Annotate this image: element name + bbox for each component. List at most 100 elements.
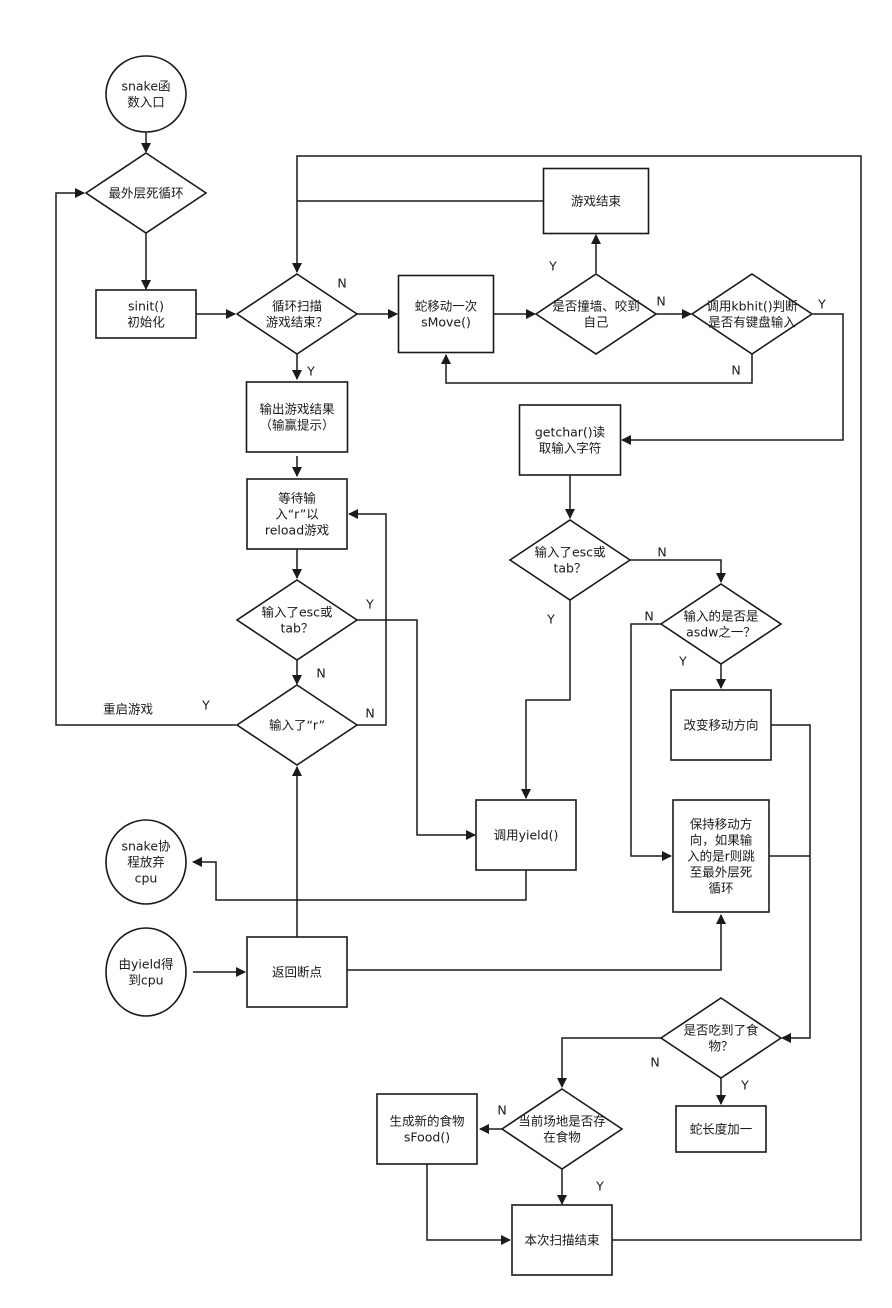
kbhit-label-1: 调用kbhit()判断 bbox=[706, 299, 797, 314]
esc-tab-right-shape bbox=[508, 519, 632, 601]
asdw-shape bbox=[659, 583, 783, 665]
grow-shape bbox=[675, 1105, 767, 1153]
edge-label-esc-left-y: Y bbox=[365, 597, 374, 612]
getchar-shape bbox=[518, 404, 622, 476]
node-change-dir: 改变移动方向 bbox=[670, 689, 772, 761]
keep-dir-label-2: 向，如果输 bbox=[690, 833, 753, 848]
outer-loop-shape bbox=[84, 152, 208, 234]
esc-tab-right-label-2: tab？ bbox=[554, 561, 587, 576]
output-result-shape bbox=[245, 381, 349, 453]
output-result-label-1: 输出游戏结果 bbox=[259, 402, 335, 417]
scan-end-label-1: 本次扫描结束 bbox=[524, 1233, 600, 1248]
edge-label-scan-n: N bbox=[337, 276, 346, 291]
edge-gen-to-end bbox=[426, 1164, 511, 1245]
node-outer-loop: 最外层死循环 bbox=[84, 152, 208, 234]
return-bp-label-1: 返回断点 bbox=[272, 965, 322, 980]
kbhit-label-2: 是否有键盘输入 bbox=[708, 315, 796, 330]
keep-dir-label-3: 入的是r则跳 bbox=[687, 849, 755, 864]
wait-r-label-1: 等待输 bbox=[278, 491, 316, 506]
give-cpu-label-3: cpu bbox=[135, 871, 158, 886]
node-grow: 蛇长度加一 bbox=[675, 1105, 767, 1153]
esc-tab-left-shape bbox=[235, 579, 359, 661]
node-scan-end: 本次扫描结束 bbox=[511, 1204, 613, 1276]
smove-label-1: 蛇移动一次 bbox=[415, 299, 478, 314]
node-return-bp: 返回断点 bbox=[246, 936, 348, 1008]
sinit-label-2: 初始化 bbox=[127, 315, 165, 330]
edge-label-kbhit-y: Y bbox=[817, 297, 826, 312]
wait-r-shape bbox=[246, 478, 348, 550]
return-bp-shape bbox=[246, 936, 348, 1008]
edge-label-hit-y: Y bbox=[548, 259, 557, 274]
edge-return-to-keep bbox=[347, 914, 726, 971]
output-result-label-2: （输赢提示） bbox=[259, 418, 334, 433]
edge-label-asdw-y: Y bbox=[678, 654, 687, 669]
edge-esc-right-n-to-asdw bbox=[630, 559, 726, 583]
edge-end-to-scan-loop bbox=[292, 155, 862, 1241]
wait-r-label-3: reload游戏 bbox=[265, 523, 329, 538]
ate-food-shape bbox=[659, 997, 783, 1079]
scan-loop-shape bbox=[235, 273, 359, 355]
node-sinit: sinit()初始化 bbox=[95, 289, 197, 339]
smove-shape bbox=[397, 274, 495, 354]
getchar-label-1: getchar()读 bbox=[535, 425, 605, 440]
edge-label-food-n: N bbox=[650, 1055, 659, 1070]
edge-esc-left-y-to-yield bbox=[357, 619, 476, 840]
entry-label-1: snake函 bbox=[121, 79, 170, 94]
give-cpu-label-1: snake协 bbox=[121, 839, 171, 854]
food-exists-shape bbox=[500, 1088, 624, 1170]
gen-food-shape bbox=[376, 1093, 478, 1165]
asdw-label-1: 输入的是否是 bbox=[683, 609, 759, 624]
ate-food-label-1: 是否吃到了食 bbox=[683, 1023, 759, 1038]
scan-loop-label-1: 循环扫描 bbox=[272, 299, 322, 314]
keep-dir-label-4: 至最外层死 bbox=[690, 865, 753, 880]
edge-label-r-n: N bbox=[365, 706, 374, 721]
get-cpu-shape bbox=[105, 927, 187, 1017]
scan-loop-label-2: 游戏结束？ bbox=[266, 315, 329, 330]
wait-r-label-2: 入“r”以 bbox=[275, 507, 319, 522]
sinit-label-1: sinit() bbox=[128, 299, 164, 314]
edge-label-food-y: Y bbox=[740, 1078, 749, 1093]
asdw-label-2: asdw之一？ bbox=[686, 625, 756, 640]
ate-food-label-2: 物？ bbox=[708, 1039, 733, 1054]
edge-input-r-y-restart bbox=[55, 188, 236, 726]
scan-end-shape bbox=[511, 1204, 613, 1276]
edge-food-n-to-exists bbox=[557, 1037, 661, 1088]
edge-esc-right-y-to-yield bbox=[521, 600, 571, 799]
change-dir-label-1: 改变移动方向 bbox=[683, 718, 758, 733]
edge-label-kbhit-n: N bbox=[731, 363, 740, 378]
esc-tab-right-label-1: 输入了esc或 bbox=[534, 545, 606, 560]
edge-label-exists-n: N bbox=[497, 1103, 506, 1118]
edge-change-to-food bbox=[771, 724, 811, 1043]
edge-kbhit-n-to-smove bbox=[441, 353, 753, 384]
input-r-shape bbox=[235, 684, 359, 766]
game-over-shape bbox=[542, 167, 650, 235]
keep-dir-label-5: 循环 bbox=[708, 881, 733, 896]
food-exists-label-2: 在食物 bbox=[543, 1130, 581, 1145]
gen-food-label-1: 生成新的食物 bbox=[389, 1114, 464, 1129]
node-yield: 调用yield() bbox=[475, 799, 577, 871]
outer-loop-label-1: 最外层死循环 bbox=[108, 186, 183, 201]
esc-tab-left-label-1: 输入了esc或 bbox=[261, 605, 333, 620]
input-r-label-1: 输入了“r” bbox=[269, 718, 325, 733]
edge-kbhit-y-to-getchar bbox=[621, 313, 844, 445]
give-cpu-shape bbox=[105, 819, 187, 905]
edge-label-esc-left-n: N bbox=[316, 666, 325, 681]
entry-shape bbox=[105, 55, 187, 133]
edge-asdw-n-to-keep bbox=[630, 623, 672, 861]
getchar-label-2: 取输入字符 bbox=[539, 441, 602, 456]
